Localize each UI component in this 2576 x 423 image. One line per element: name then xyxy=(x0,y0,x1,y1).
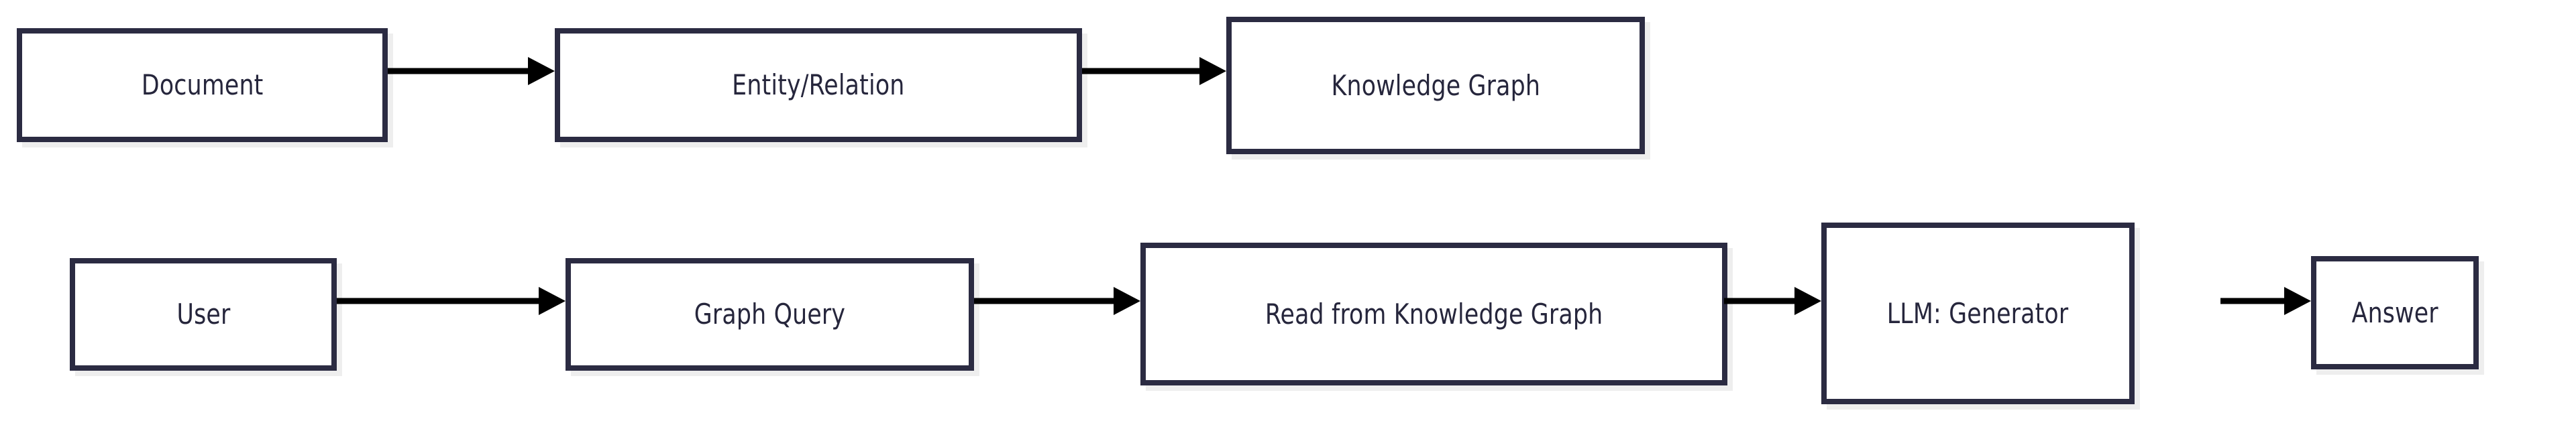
arrow-shaft xyxy=(337,298,540,304)
node-read-from-knowledge-graph[interactable]: Read from Knowledge Graph xyxy=(1140,243,1727,385)
node-label-knowledge-graph: Knowledge Graph xyxy=(1331,68,1540,102)
node-label-graph-query: Graph Query xyxy=(694,298,846,330)
arrow-shaft xyxy=(2220,298,2286,304)
arrow-user-to-graph-query xyxy=(337,287,566,315)
node-label-llm-generator: LLM: Generator xyxy=(1887,296,2069,330)
node-llm-generator[interactable]: LLM: Generator xyxy=(1821,223,2135,404)
node-label-read-from-knowledge-graph: Read from Knowledge Graph xyxy=(1265,297,1603,330)
arrow-head-icon xyxy=(2284,287,2311,315)
node-answer[interactable]: Answer xyxy=(2311,256,2479,369)
node-label-user: User xyxy=(176,298,230,330)
arrow-shaft xyxy=(1724,298,1796,304)
arrow-graph-query-to-read-from-knowledge-graph xyxy=(974,287,1140,315)
node-knowledge-graph[interactable]: Knowledge Graph xyxy=(1226,17,1645,154)
arrow-head-icon xyxy=(539,287,566,315)
node-graph-query[interactable]: Graph Query xyxy=(566,258,974,371)
node-label-answer: Answer xyxy=(2351,296,2438,329)
arrow-llm-generator-to-answer xyxy=(2220,287,2311,315)
arrow-read-from-knowledge-graph-to-llm-generator xyxy=(1724,287,1821,315)
node-label-document: Document xyxy=(141,68,264,101)
arrow-head-icon xyxy=(1794,287,1821,315)
node-user[interactable]: User xyxy=(70,258,337,371)
arrow-head-icon xyxy=(1114,287,1140,315)
node-document[interactable]: Document xyxy=(17,28,388,142)
arrow-shaft xyxy=(974,298,1115,304)
node-entity-relation[interactable]: Entity/Relation xyxy=(555,28,1082,142)
node-label-entity-relation: Entity/Relation xyxy=(732,68,905,101)
